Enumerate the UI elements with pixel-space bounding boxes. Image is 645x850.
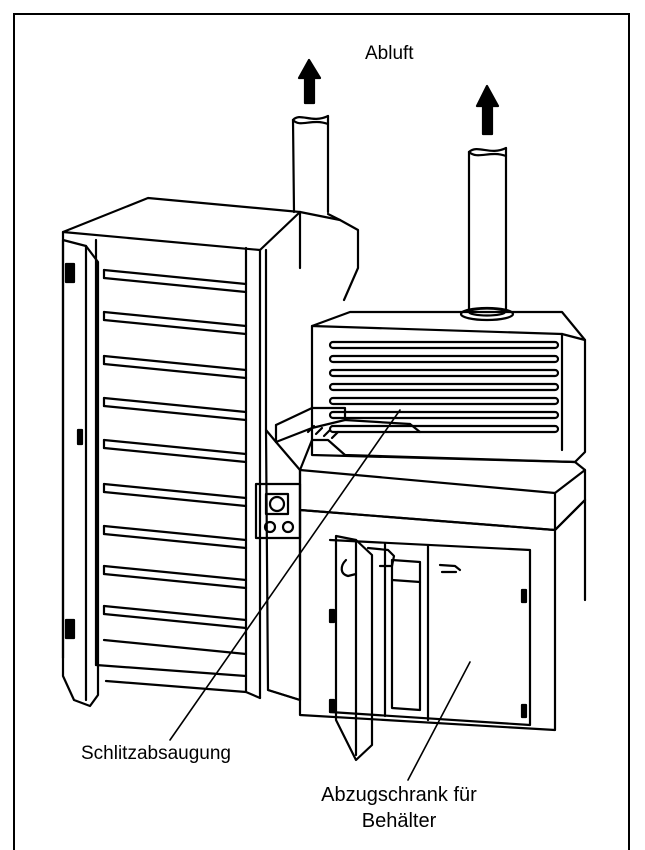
- exhaust-pipe-right: [459, 146, 515, 322]
- leader-schlitzabsaugung: [169, 409, 401, 741]
- tall-cabinet-door: [61, 238, 100, 708]
- exhaust-pipe-left: [291, 114, 330, 214]
- cabinet-shelves: [102, 268, 248, 656]
- control-side-panel: [254, 428, 302, 702]
- label-abzugschrank-line2: Behälter: [361, 810, 437, 832]
- hood-louvre-slots: [328, 340, 560, 434]
- leader-abzugschrank: [407, 661, 471, 781]
- leader-lines: [169, 409, 471, 781]
- label-abzugschrank: Abzugschrank für Behälter: [299, 782, 499, 834]
- container-fume-cabinet: [298, 498, 587, 762]
- label-abluft: Abluft: [365, 43, 414, 64]
- exhaust-arrow-left-icon: [297, 58, 322, 105]
- exhaust-arrow-right-icon: [475, 84, 500, 136]
- tall-storage-cabinet: [61, 196, 360, 708]
- control-panel: [254, 482, 302, 540]
- figure-frame: [13, 13, 630, 850]
- label-abzugschrank-line1: Abzugschrank für: [321, 784, 477, 806]
- fume-cabinet-door-open: [328, 534, 396, 762]
- fume-hood: [310, 310, 587, 464]
- label-schlitzabsaugung: Schlitzabsaugung: [81, 743, 231, 764]
